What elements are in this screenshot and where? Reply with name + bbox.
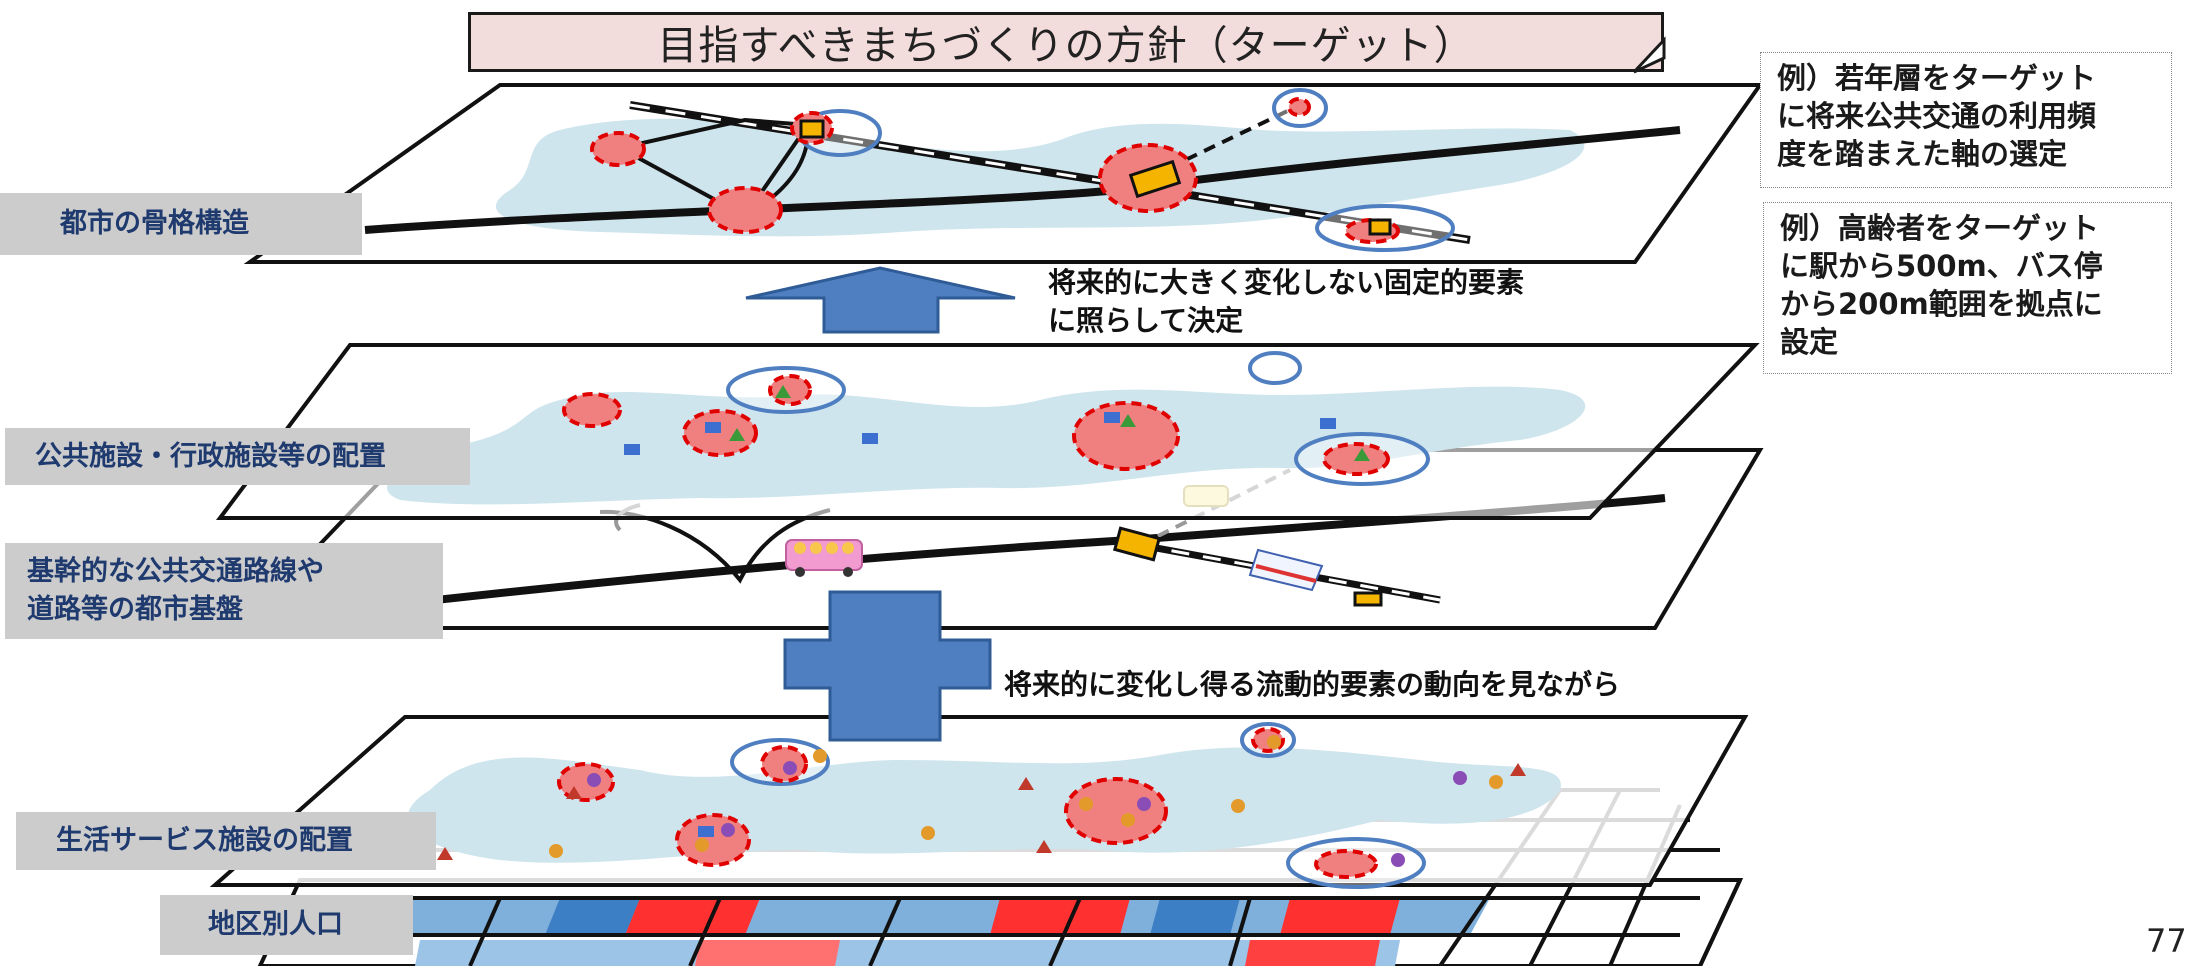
bus-illustration (785, 539, 863, 577)
up-arrow (745, 266, 1016, 334)
layer-label-transport-line2: 道路等の都市基盤 (27, 594, 243, 625)
title-fold-corner (1632, 36, 1666, 74)
layer-label-transport: 基幹的な公共交通路線や 道路等の都市基盤 (5, 543, 443, 639)
note1-line1: 例）若年層をターゲット (1777, 61, 2097, 95)
facility-markers (624, 385, 1370, 461)
life-facility-markers (437, 735, 1526, 867)
note-elderly-target: 例）高齢者をターゲット に駅から500m、バス停 から200m範囲を拠点に 設定 (1763, 202, 2172, 374)
note2-line1: 例）高齢者をターゲット (1780, 211, 2100, 245)
life-services-layer (209, 715, 1749, 889)
note1-line3: 度を踏まえた軸の選定 (1777, 137, 2068, 171)
train-illustration (1248, 548, 1324, 592)
note2-line3: から200m範囲を拠点に (1780, 287, 2103, 321)
layer-label-population: 地区別人口 (160, 895, 413, 955)
note1-line2: に将来公共交通の利用頻 (1777, 99, 2097, 133)
page-number: 77 (2146, 922, 2187, 960)
layer-label-transport-line1: 基幹的な公共交通路線や (27, 556, 324, 587)
note-young-target: 例）若年層をターゲット に将来公共交通の利用頻 度を踏まえた軸の選定 (1760, 52, 2172, 188)
facilities-layer (215, 343, 1760, 520)
up-arrow-caption-line2: に照らして決定 (1048, 304, 1244, 337)
plus-arrow-caption: 将来的に変化し得る流動的要素の動向を見ながら (1004, 668, 1621, 701)
note2-line4: 設定 (1780, 325, 1839, 359)
layer-label-facilities: 公共施設・行政施設等の配置 (5, 428, 470, 485)
page-title: 目指すべきまちづくりの方針（ターゲット） (468, 12, 1664, 72)
plus-arrow (783, 590, 992, 742)
population-heat-band (380, 898, 1490, 966)
up-arrow-caption: 将来的に大きく変化しない固定的要素 に照らして決定 (1048, 264, 1524, 340)
layer-label-life-services: 生活サービス施設の配置 (16, 812, 436, 870)
skeleton-layer (243, 83, 1764, 264)
up-arrow-caption-line1: 将来的に大きく変化しない固定的要素 (1048, 266, 1525, 299)
facility-hubs (562, 374, 1390, 476)
layer-label-skeleton: 都市の骨格構造 (0, 193, 362, 255)
note2-line2: に駅から500m、バス停 (1780, 249, 2103, 283)
